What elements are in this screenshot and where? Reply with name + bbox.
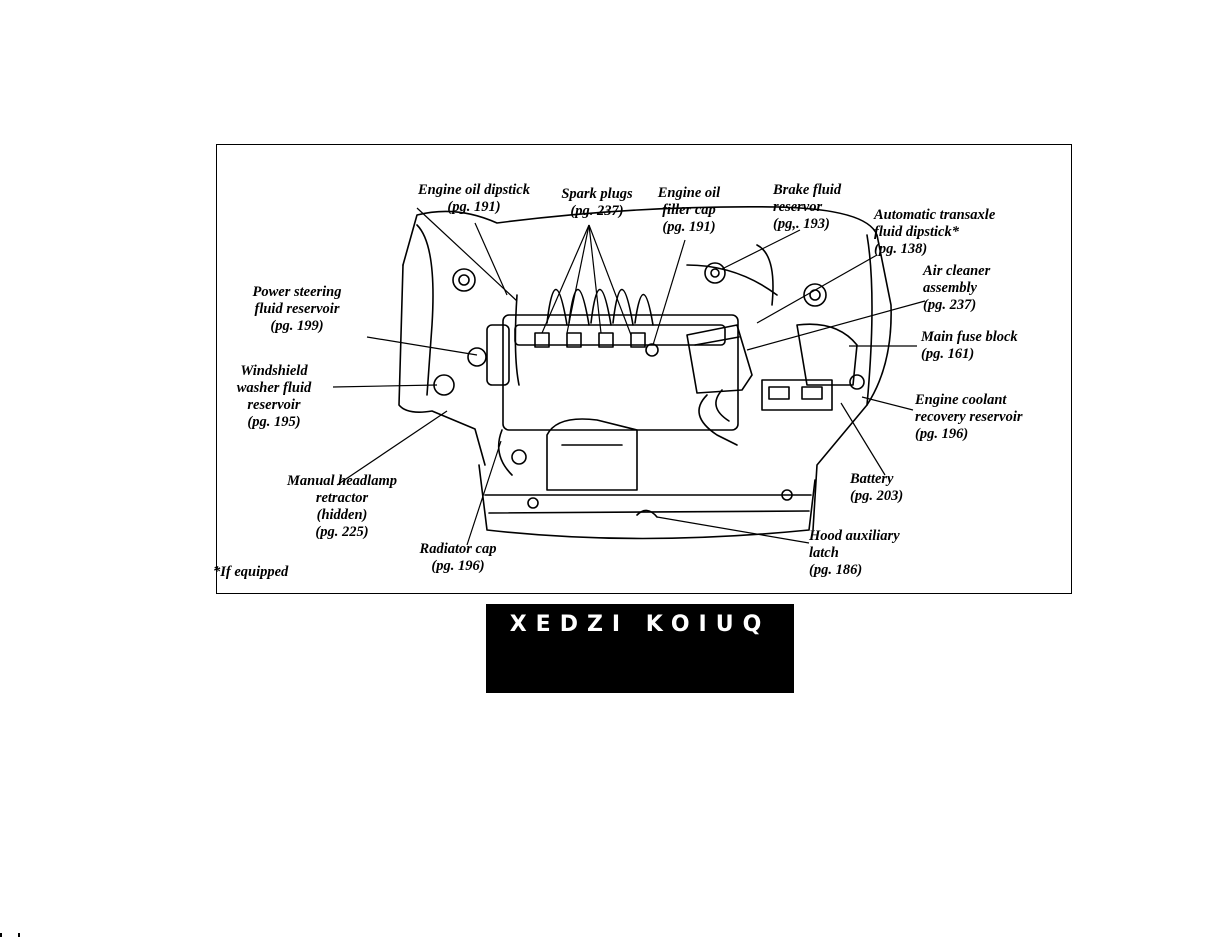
label-engine-oil-filler-cap: Engine oil filler cap (pg. 191) xyxy=(657,185,721,235)
quick-index-label: XEDZI KOIUQ xyxy=(509,612,771,637)
label-windshield-washer-reservoir: Windshield washer fluid reservoir (pg. 1… xyxy=(236,363,312,430)
label-engine-coolant-reservoir: Engine coolant recovery reservoir (pg. 1… xyxy=(915,392,1023,442)
label-brake-fluid-reservoir: Brake fluid reservor (pg,. 193) xyxy=(773,182,842,232)
label-radiator-cap: Radiator cap (pg. 196) xyxy=(419,541,497,574)
if-equipped-note: *If equipped xyxy=(213,564,289,580)
label-main-fuse-block: Main fuse block (pg. 161) xyxy=(921,329,1018,362)
label-manual-headlamp-retractor: Manual headlamp retractor (hidden) (pg. … xyxy=(287,473,397,540)
label-spark-plugs: Spark plugs (pg. 237) xyxy=(561,186,633,219)
label-automatic-transaxle-dipstick: Automatic transaxle fluid dipstick* (pg.… xyxy=(874,207,996,257)
label-battery: Battery (pg. 203) xyxy=(850,471,904,504)
label-engine-oil-dipstick: Engine oil dipstick (pg. 191) xyxy=(418,182,530,215)
engine-compartment-figure: Engine oil dipstick (pg. 191) Spark plug… xyxy=(213,144,1072,594)
label-hood-auxiliary-latch: Hood auxiliary latch (pg. 186) xyxy=(809,528,900,578)
label-air-cleaner-assembly: Air cleaner assembly (pg. 237) xyxy=(923,263,991,313)
page-edge-mark xyxy=(18,933,20,937)
engine-drawing xyxy=(332,206,926,546)
quick-index-tab[interactable]: XEDZI KOIUQ xyxy=(486,604,794,693)
page-edge-mark xyxy=(0,933,2,937)
label-power-steering-reservoir: Power steering fluid reservoir (pg. 199) xyxy=(252,284,342,334)
